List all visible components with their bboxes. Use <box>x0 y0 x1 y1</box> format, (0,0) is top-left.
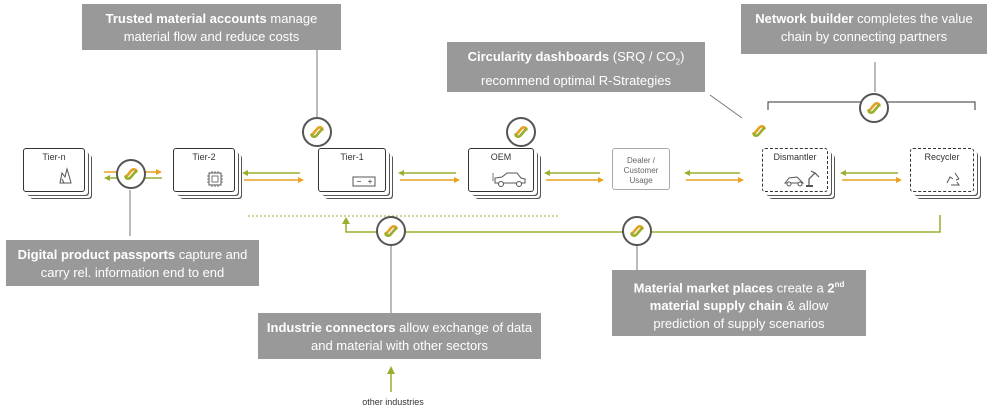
link-logo-icon <box>752 125 766 137</box>
battery-icon <box>352 176 376 187</box>
badge-trusted-accounts <box>302 117 332 147</box>
badge-market-places <box>622 216 652 246</box>
crystal-icon <box>59 167 72 184</box>
chip-icon <box>207 171 223 187</box>
node-recycler: Recycler <box>910 148 974 192</box>
node-tier-n: Tier-n <box>23 148 85 192</box>
node-tier-1: Tier-1 <box>318 148 386 192</box>
node-label: Tier-1 <box>340 152 364 162</box>
node-dealer-customer-usage: Dealer / Customer Usage <box>612 148 670 190</box>
node-oem: OEM <box>468 148 534 192</box>
node-label: Dismantler <box>773 152 817 162</box>
callout-trusted-material-accounts: Trusted material accounts manage materia… <box>82 4 341 50</box>
dealer-line-2: Customer <box>623 166 659 175</box>
robot-arm-icon <box>783 170 820 187</box>
link-logo-icon <box>867 102 881 114</box>
link-logo-icon <box>310 126 324 138</box>
callout-digital-product-passports: Digital product passports capture and ca… <box>6 240 259 286</box>
node-label: Tier-n <box>42 152 66 162</box>
link-logo-icon <box>384 225 398 237</box>
callout-circularity-dashboards: Circularity dashboards (SRQ / CO2) recom… <box>447 42 705 92</box>
badge-network-builder <box>859 93 889 123</box>
node-tier-2: Tier-2 <box>173 148 235 192</box>
node-label: OEM <box>490 152 512 162</box>
dealer-line-3: Usage <box>629 176 653 185</box>
other-industries-label: other industries <box>362 397 424 407</box>
badge-connectors <box>376 216 406 246</box>
node-label: Recycler <box>924 152 960 162</box>
link-logo-icon <box>514 126 528 138</box>
link-logo-icon <box>630 225 644 237</box>
other-industries-arrow <box>387 366 395 374</box>
badge-passports <box>116 159 146 189</box>
callout-network-builder: Network builder completes the value chai… <box>741 4 987 54</box>
callout-material-market-places: Material market places create a 2nd mate… <box>612 270 866 336</box>
dealer-line-1: Dealer / <box>626 156 655 165</box>
node-dismantler: Dismantler <box>762 148 828 192</box>
node-label: Tier-2 <box>192 152 216 162</box>
badge-oem <box>506 117 536 147</box>
car-icon <box>492 172 526 187</box>
callout-industrie-connectors: Industrie connectors allow exchange of d… <box>258 313 541 359</box>
recycle-icon <box>946 172 960 186</box>
connector-circularity <box>709 94 743 119</box>
link-logo-icon <box>124 168 138 180</box>
